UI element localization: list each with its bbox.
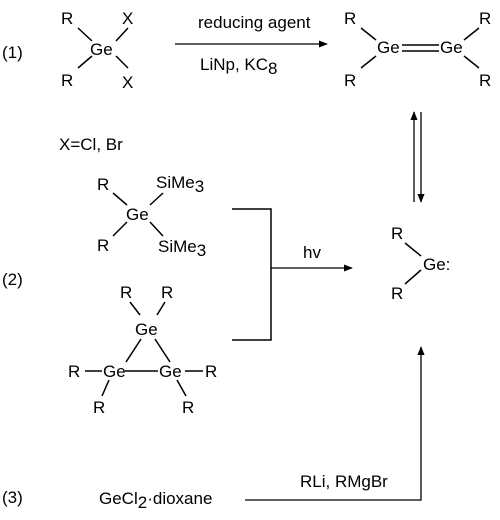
atom-ge: Ge xyxy=(126,205,149,224)
cyclotrigermane: R R Ge R Ge Ge R R R xyxy=(68,283,217,417)
halide-definition: X=Cl, Br xyxy=(59,135,123,154)
atom-r: R xyxy=(205,362,217,381)
atom-r: R xyxy=(182,398,194,417)
germylene: R Ge: R xyxy=(391,224,450,303)
condition-reducing-agent: reducing agent xyxy=(198,13,311,32)
atom-r: R xyxy=(161,283,173,302)
digermene: R Ge Ge R R R xyxy=(344,9,491,90)
atom-ge: Ge xyxy=(159,362,182,381)
substituent-trimethylsilyl: SiMe3 xyxy=(158,237,206,260)
atom-x: X xyxy=(122,9,133,28)
atom-r: R xyxy=(61,71,73,90)
atom-ge: Ge xyxy=(90,40,113,59)
atom-r: R xyxy=(68,362,80,381)
condition-reagents-1: LiNp, KC8 xyxy=(200,55,278,78)
atom-r: R xyxy=(479,9,491,28)
atom-r: R xyxy=(391,284,403,303)
atom-r: R xyxy=(97,175,109,194)
bis-trimethylsilyl-germane: R SiMe3 Ge R SiMe3 xyxy=(97,173,206,260)
atom-r: R xyxy=(391,224,403,243)
condition-reagents-3: RLi, RMgBr xyxy=(300,472,388,491)
atom-r: R xyxy=(97,236,109,255)
atom-r: R xyxy=(344,9,356,28)
step-label-2: (2) xyxy=(2,270,23,289)
equilibrium-arrows xyxy=(410,111,425,203)
atom-ge: Ge xyxy=(103,362,126,381)
atom-germylene: Ge: xyxy=(423,255,450,274)
atom-x: X xyxy=(122,73,133,92)
atom-ge: Ge xyxy=(377,38,400,57)
germanium-dichloride-dioxane: GeCl2·dioxane xyxy=(99,489,212,512)
photolysis-bracket xyxy=(232,208,272,341)
atom-r: R xyxy=(93,398,105,417)
substituent-trimethylsilyl: SiMe3 xyxy=(156,173,204,196)
atom-ge: Ge xyxy=(440,38,463,57)
reaction-arrow-3 xyxy=(245,346,425,501)
step-label-3: (3) xyxy=(2,488,23,507)
atom-r: R xyxy=(479,71,491,90)
atom-r: R xyxy=(61,9,73,28)
atom-r: R xyxy=(120,283,132,302)
step-label-1: (1) xyxy=(2,43,23,62)
condition-hv: hv xyxy=(303,243,321,262)
dihalogermane: R X Ge R X xyxy=(61,9,133,92)
atom-ge: Ge xyxy=(135,320,158,339)
atom-r: R xyxy=(344,71,356,90)
